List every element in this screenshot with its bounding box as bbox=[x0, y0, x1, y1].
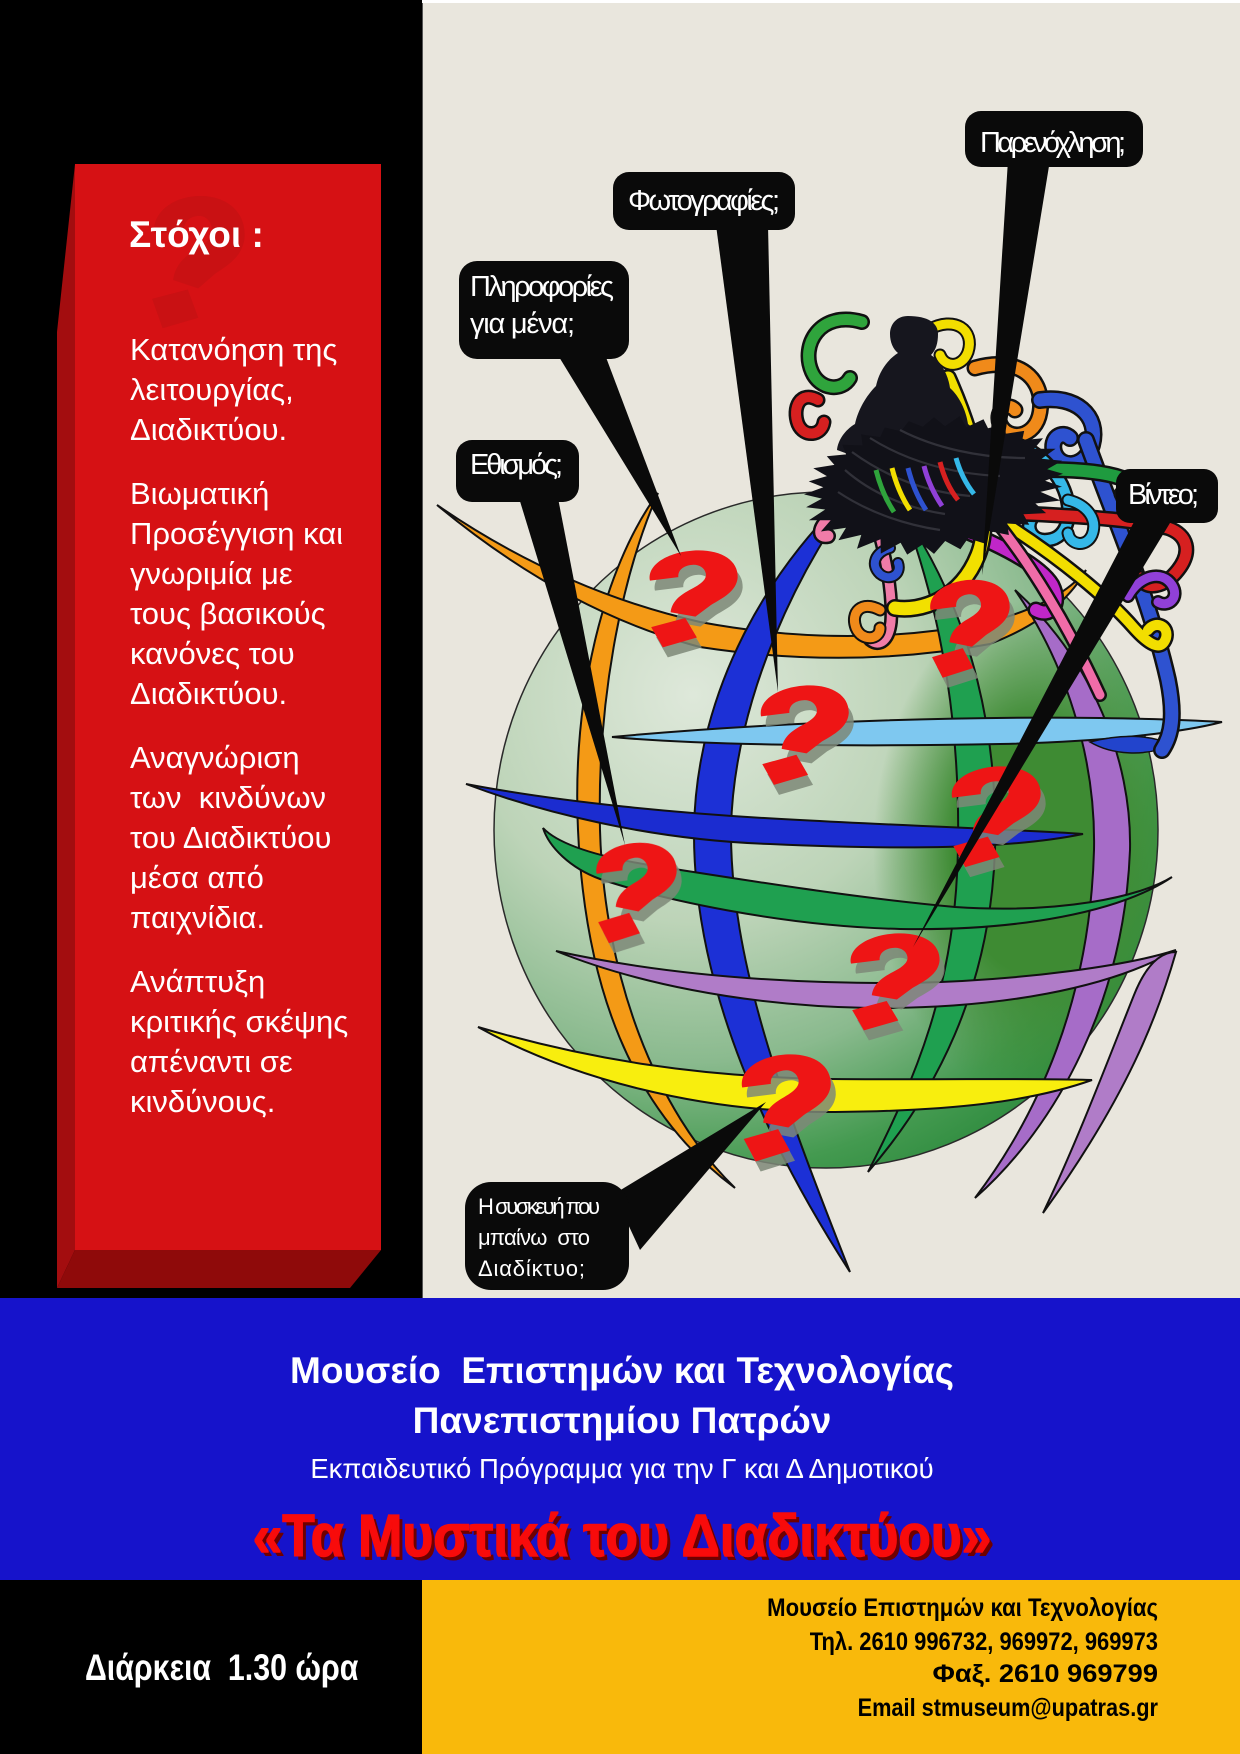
svg-text:Εθισμός;: Εθισμός; bbox=[470, 449, 563, 481]
svg-text:Πληροφορίες: Πληροφορίες bbox=[470, 271, 614, 303]
svg-text:Παρενόχληση;: Παρενόχληση; bbox=[980, 127, 1126, 159]
svg-text:Διαδίκτυο;: Διαδίκτυο; bbox=[478, 1256, 585, 1281]
svg-text:Η συσκευή που: Η συσκευή που bbox=[478, 1194, 600, 1219]
svg-text:για μένα;: για μένα; bbox=[470, 308, 575, 340]
svg-text:μπαίνω στο: μπαίνω στο bbox=[478, 1225, 590, 1250]
svg-text:Βίντεο;: Βίντεο; bbox=[1128, 479, 1199, 511]
svg-text:Φωτογραφίες;: Φωτογραφίες; bbox=[628, 185, 780, 217]
